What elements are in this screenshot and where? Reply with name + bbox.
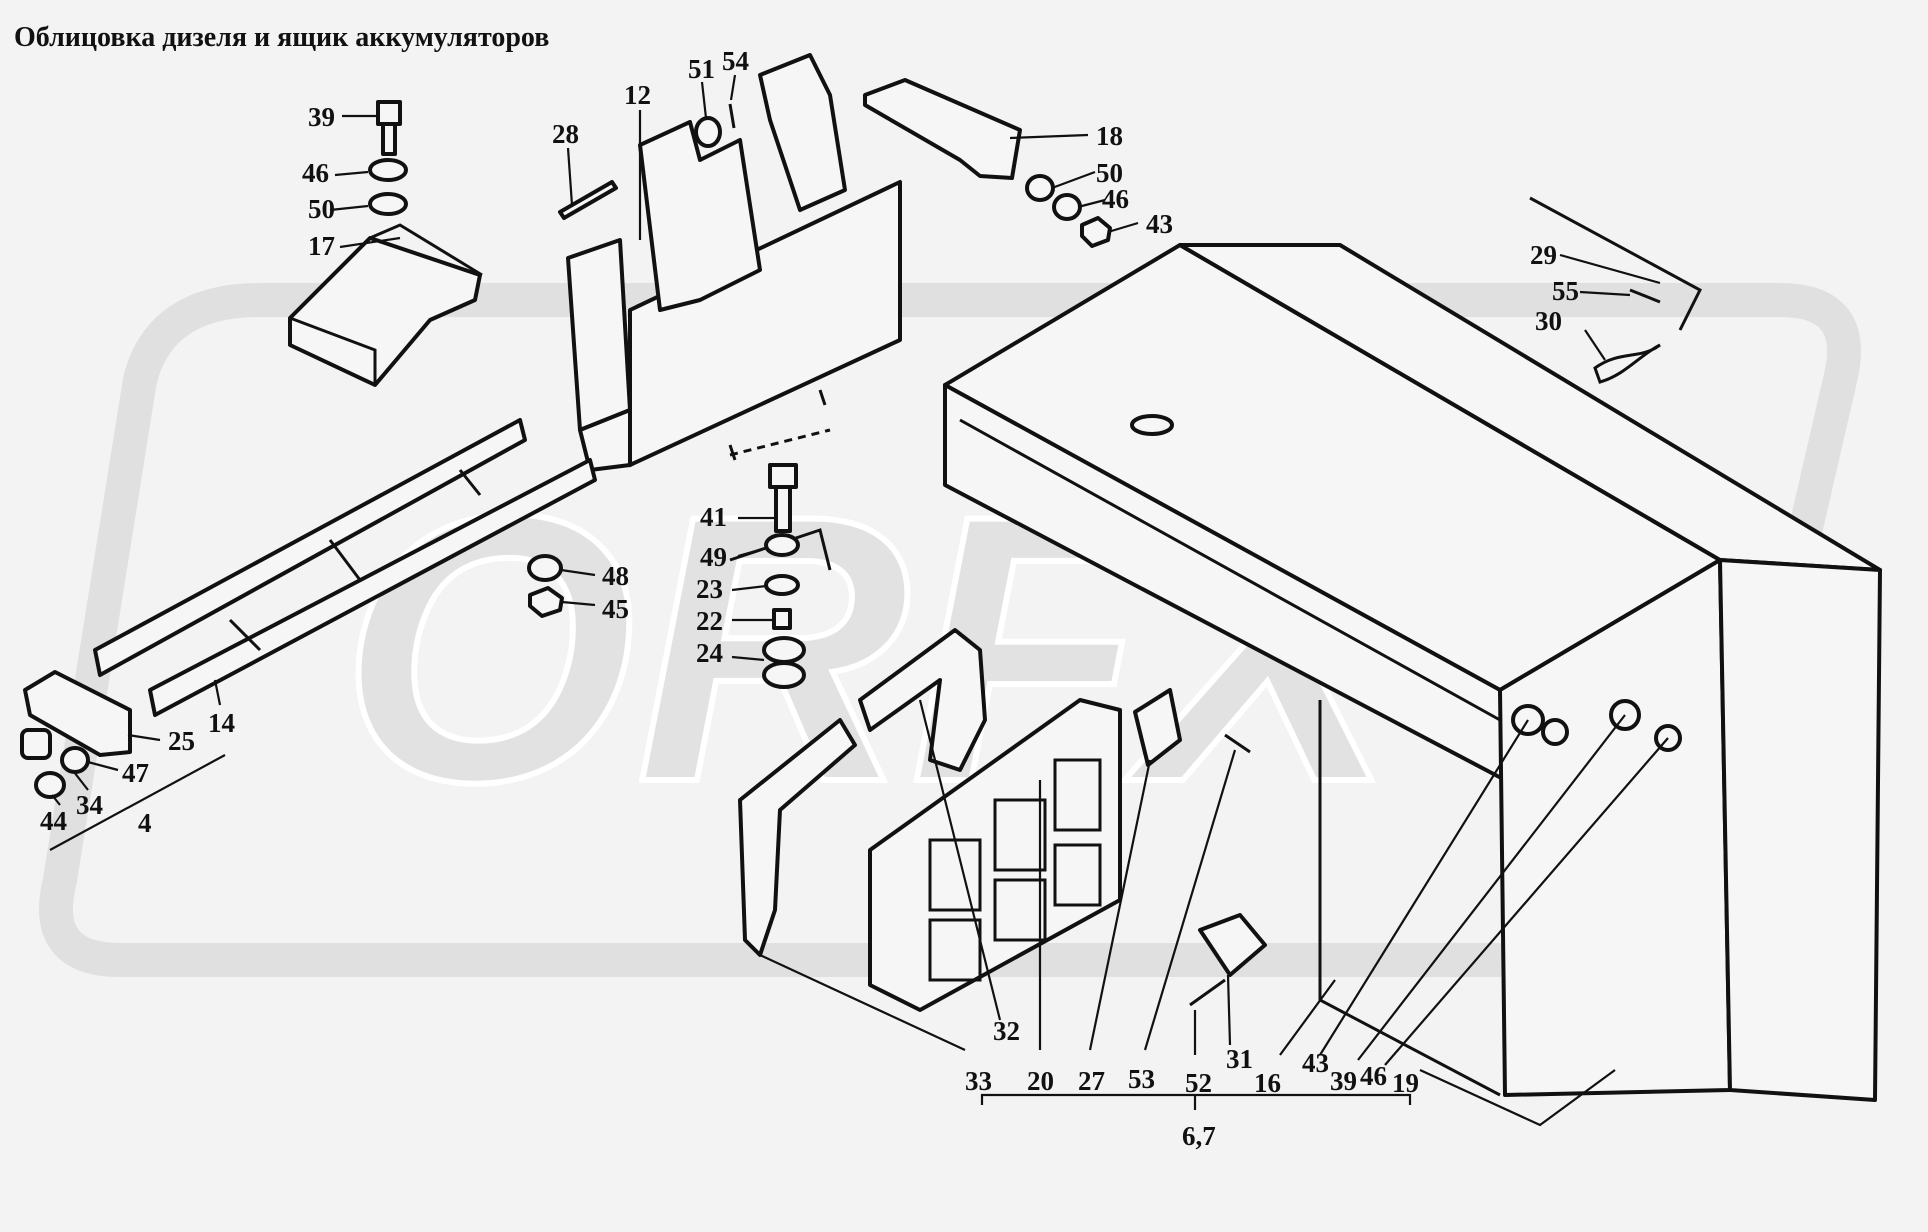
part-17-cover — [288, 223, 483, 387]
washer-50 — [1025, 174, 1055, 202]
callout-29: 29 — [1530, 240, 1557, 270]
latch-27 — [1133, 688, 1182, 767]
leader-lines — [51, 74, 1669, 1127]
callout-32: 32 — [993, 1016, 1020, 1046]
screw-53 — [1224, 733, 1251, 754]
callout-30: 30 — [1535, 306, 1562, 336]
part-12-bracket — [566, 53, 902, 571]
bracket-4-line — [49, 754, 226, 851]
nut-44 — [34, 771, 66, 799]
washer-48 — [527, 554, 563, 582]
callout-55: 55 — [1552, 276, 1579, 306]
callout-45: 45 — [602, 594, 629, 624]
nut-45 — [528, 586, 564, 618]
bushing-34 — [20, 728, 52, 760]
callout-18: 18 — [1096, 121, 1123, 151]
callout-23: 23 — [696, 574, 723, 604]
callout-28: 28 — [552, 119, 579, 149]
battery-box — [943, 243, 1882, 1102]
diagram-title: Облицовка дизеля и ящик аккумуляторов — [14, 22, 550, 53]
handle-29-spring-30 — [1529, 196, 1702, 384]
callout-46-right: 46 — [1102, 184, 1129, 214]
callout-41: 41 — [700, 502, 727, 532]
callout-4: 4 — [138, 808, 152, 838]
callout-46: 46 — [302, 158, 329, 188]
callout-51: 51 — [688, 54, 715, 84]
callout-6-7: 6,7 — [1182, 1121, 1216, 1151]
part-33-frame — [738, 718, 857, 957]
callout-43-bottom: 43 — [1302, 1048, 1329, 1078]
callout-12: 12 — [624, 80, 651, 110]
bolt-stack-top-left — [368, 100, 408, 216]
pin-54 — [728, 103, 736, 129]
washer-46 — [1052, 193, 1082, 221]
callout-33: 33 — [965, 1066, 992, 1096]
washer-side — [1541, 718, 1569, 746]
callout-49: 49 — [700, 542, 727, 572]
callout-50: 50 — [308, 194, 335, 224]
callout-54: 54 — [722, 46, 749, 76]
bolt-stack-center — [729, 428, 831, 689]
washer-47 — [60, 746, 90, 774]
callout-labels: 39 46 50 17 28 12 51 54 18 50 46 43 29 5… — [40, 46, 1579, 1151]
callout-27: 27 — [1078, 1066, 1105, 1096]
part-18-bracket — [863, 78, 1022, 180]
handle-31 — [1198, 913, 1267, 977]
screw-52 — [1189, 978, 1226, 1007]
callout-47: 47 — [122, 758, 149, 788]
callout-52: 52 — [1185, 1068, 1212, 1098]
part-32-frame — [858, 628, 987, 772]
washer-51 — [694, 116, 722, 148]
callout-24: 24 — [696, 638, 723, 668]
callout-39: 39 — [308, 102, 335, 132]
callout-53: 53 — [1128, 1064, 1155, 1094]
callout-17: 17 — [308, 231, 335, 261]
callout-39-bottom: 39 — [1330, 1066, 1357, 1096]
callout-20: 20 — [1027, 1066, 1054, 1096]
nut-43 — [1080, 216, 1112, 248]
callout-19: 19 — [1392, 1068, 1419, 1098]
callout-48: 48 — [602, 561, 629, 591]
callout-44: 44 — [40, 806, 67, 836]
callout-34: 34 — [76, 790, 103, 820]
callout-31: 31 — [1226, 1044, 1253, 1074]
callout-25: 25 — [168, 726, 195, 756]
bolt-28 — [558, 180, 618, 220]
callout-43-top: 43 — [1146, 209, 1173, 239]
callout-14: 14 — [208, 708, 235, 738]
callout-46-bottom: 46 — [1360, 1061, 1387, 1091]
callout-22: 22 — [696, 606, 723, 636]
part-25-hinge — [23, 670, 132, 757]
callout-16: 16 — [1254, 1068, 1281, 1098]
part-14-rails — [93, 418, 597, 717]
callout-50-right: 50 — [1096, 158, 1123, 188]
